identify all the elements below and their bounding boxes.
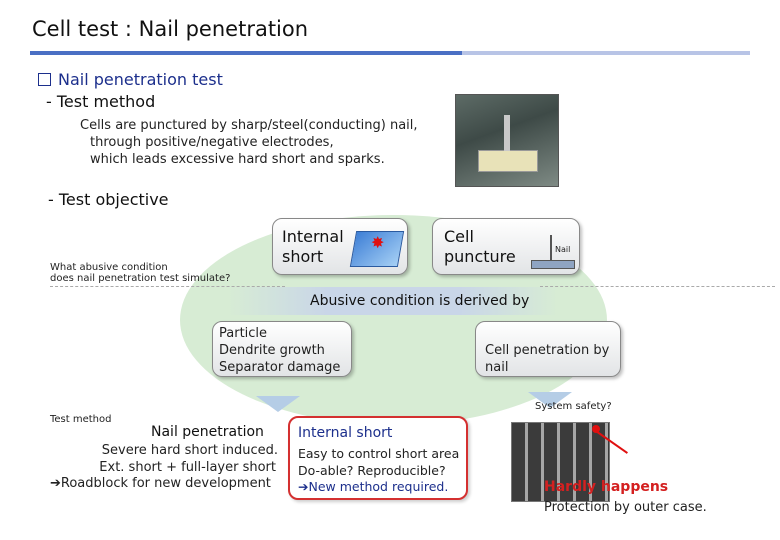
arrow-icon — [256, 396, 300, 412]
title-underline — [30, 51, 750, 55]
system-safety-label: System safety? — [535, 401, 612, 412]
section-heading: Nail penetration test — [38, 70, 223, 89]
question-line-1: What abusive condition — [50, 262, 168, 273]
internal-line-2: Do-able? Reproducible? — [298, 463, 446, 478]
cell-plate-icon — [531, 260, 575, 269]
test-method-line-1: Cells are punctured by sharp/steel(condu… — [80, 118, 418, 133]
page-title: Cell test : Nail penetration — [32, 17, 309, 41]
condition-line-1: Particle — [219, 326, 268, 341]
test-objective-heading: - Test objective — [48, 190, 169, 209]
nail-line-2: Ext. short + full-layer short — [99, 460, 276, 475]
test-method-line-3: which leads excessive hard short and spa… — [90, 152, 385, 167]
test-method-line-2: through positive/negative electrodes, — [90, 135, 334, 150]
condition-line-3: Separator damage — [219, 360, 341, 375]
cell-puncture-label: Cell puncture — [444, 227, 516, 266]
nail-icon — [550, 235, 552, 263]
cell-penetration-box: Cell penetration by nail — [475, 321, 621, 377]
test-setup-photo — [455, 94, 559, 187]
condition-line-2: Dendrite growth — [219, 343, 325, 358]
hardly-happens: Hardly happens — [544, 479, 669, 495]
cell-puncture-box: Cell puncture Nail — [432, 218, 580, 275]
protection-text: Protection by outer case. — [544, 500, 707, 515]
internal-short-highlight-box: Internal short Easy to control short are… — [288, 416, 468, 500]
internal-short-box: Internal short ✸ — [272, 218, 408, 275]
question-line-2: does nail penetration test simulate? — [50, 273, 231, 284]
abusive-banner — [228, 287, 558, 315]
nail-line-3: ➔Roadblock for new development — [50, 476, 271, 491]
internal-line-3: ➔New method required. — [298, 479, 449, 494]
divider — [50, 286, 285, 287]
nail-line-1: Severe hard short induced. — [101, 443, 278, 458]
internal-short-heading: Internal short — [298, 425, 393, 441]
nail-label: Nail — [555, 245, 571, 254]
divider — [540, 286, 775, 287]
checkbox-icon — [38, 73, 51, 86]
arrow-icon — [528, 392, 572, 408]
section-title: Nail penetration test — [58, 70, 223, 89]
internal-line-1: Easy to control short area — [298, 446, 460, 461]
test-method-label: Test method — [50, 414, 112, 425]
nail-penetration-heading: Nail penetration — [151, 424, 264, 440]
test-method-heading: - Test method — [46, 92, 156, 111]
spark-icon: ✸ — [371, 233, 385, 252]
battery-module-photo — [511, 422, 610, 502]
abuse-conditions-box: Particle Dendrite growth Separator damag… — [212, 321, 352, 377]
cell-penetration-label: Cell penetration by nail — [485, 343, 610, 375]
banner-text: Abusive condition is derived by — [310, 293, 530, 309]
internal-short-label: Internal short — [282, 227, 344, 266]
